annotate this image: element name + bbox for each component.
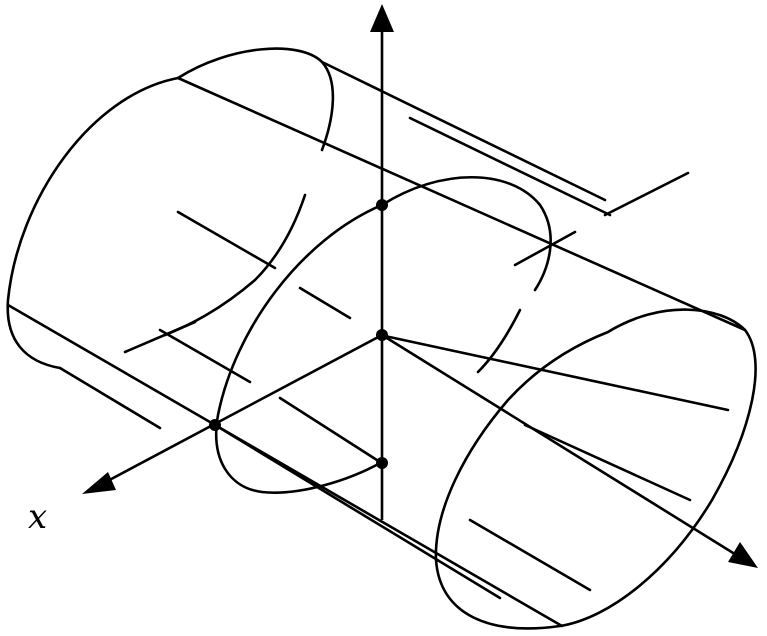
- cross-line-1: [603, 171, 690, 217]
- top-dot: [376, 199, 388, 211]
- grid-line-5: [278, 396, 382, 464]
- generator-bottom-2: [58, 366, 162, 430]
- x-axis-arrowhead: [82, 472, 116, 494]
- y-axis: [381, 333, 739, 558]
- x-axis: [99, 333, 383, 487]
- back-rim-upper-arc: [176, 47, 335, 152]
- front-rim-ellipse: [380, 175, 552, 292]
- grid-line-7: [468, 518, 592, 592]
- generator-bottom: [6, 303, 564, 628]
- left-dot: [209, 419, 221, 431]
- grid-line-8: [213, 423, 502, 600]
- grid-line-4: [158, 328, 252, 384]
- back-rim-ellipse: [6, 76, 180, 370]
- generator-upper: [320, 60, 607, 202]
- z-axis-arrowhead: [370, 4, 394, 32]
- grid-line-3: [378, 333, 730, 412]
- x-axis-label: x: [28, 497, 47, 537]
- cross-line-3: [123, 320, 197, 354]
- generator-upper-2: [408, 116, 612, 217]
- front-rim-right-arc: [476, 308, 522, 374]
- grid-line-1: [176, 210, 277, 270]
- bottom-dot: [376, 457, 388, 469]
- cross-line-2: [513, 230, 577, 267]
- y-axis-arrowhead: [728, 542, 758, 568]
- grid-line-2: [298, 286, 352, 320]
- origin-dot: [376, 329, 388, 341]
- generator-top: [176, 76, 747, 332]
- grid-line-6: [523, 423, 692, 502]
